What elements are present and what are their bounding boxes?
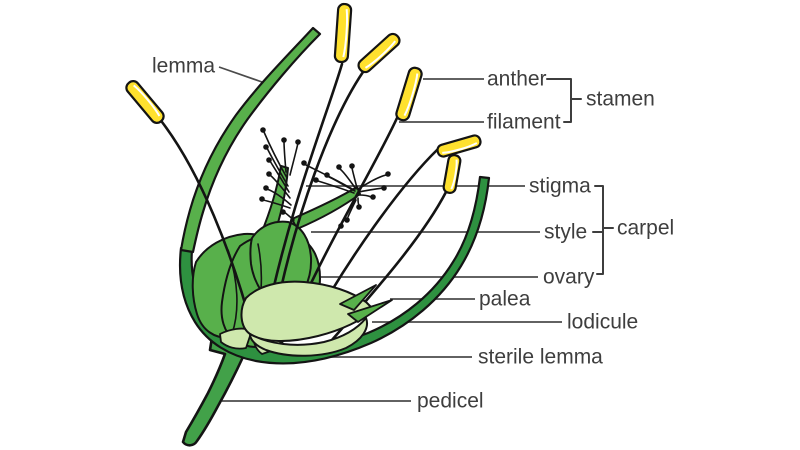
- anther-capsule-6: [442, 154, 462, 194]
- stigma-dot: [263, 185, 269, 191]
- stamen-bracket: [546, 78, 582, 123]
- stigma-dot: [338, 223, 344, 229]
- stigma-fan-line: [357, 197, 360, 206]
- stigma-fan-line: [262, 199, 291, 209]
- label-pedicel: pedicel: [417, 390, 484, 413]
- palea-tip-1: [339, 284, 377, 311]
- stigma-dot: [260, 127, 266, 133]
- stigma-fan-line: [283, 140, 287, 173]
- stigma-fan-line: [351, 167, 358, 189]
- anther-capsule-5: [436, 134, 482, 158]
- label-stigma: stigma: [529, 175, 591, 198]
- stamen-bracket-line: [546, 78, 572, 123]
- label-carpel: carpel: [617, 217, 674, 240]
- anther-capsule-3: [357, 32, 401, 74]
- stigma-fan-line: [358, 194, 372, 198]
- stigma-fan-line: [266, 147, 289, 187]
- palea-tip-2: [347, 299, 393, 323]
- stigma-dot: [280, 209, 286, 215]
- stigma-dot: [281, 137, 287, 143]
- lodicule-group: [240, 280, 375, 357]
- stigma-fan-line: [328, 176, 356, 192]
- label-sterile-lemma: sterile lemma: [478, 346, 603, 369]
- stigma-fan-line: [266, 188, 292, 206]
- sterile-lemma-shape-1: [219, 327, 253, 350]
- leader-lines: [218, 66, 562, 402]
- label-stamen: stamen: [586, 88, 655, 111]
- stigma-dot: [381, 185, 387, 191]
- label-ovary: ovary: [543, 266, 595, 289]
- label-filament: filament: [487, 111, 561, 134]
- label-anther: anther: [487, 68, 547, 91]
- stigma-fan-right: [301, 160, 391, 229]
- stigma-fan-line: [289, 142, 299, 176]
- stigma-fan-line: [339, 168, 357, 190]
- stigma-fan-line: [341, 200, 355, 224]
- lemma-blade-shape: [179, 26, 322, 254]
- carpel-bracket: [592, 185, 614, 275]
- stigma-dot: [370, 194, 376, 200]
- stigma-fan-line: [269, 174, 291, 199]
- stigma-dot: [344, 217, 350, 223]
- label-palea: palea: [479, 288, 531, 311]
- stigma-fan-left: [259, 127, 301, 221]
- stigma-dot: [356, 204, 362, 210]
- label-lodicule: lodicule: [567, 311, 638, 334]
- stigma-fan-line: [317, 180, 355, 194]
- lodicule-lower-lobe: [249, 317, 368, 357]
- anther-capsule-4: [395, 66, 423, 122]
- stigma-dot: [313, 177, 319, 183]
- stigma-dot: [349, 163, 355, 169]
- stigma-dot: [266, 157, 272, 163]
- label-style: style: [544, 221, 587, 244]
- stigma-dot: [301, 160, 307, 166]
- filament-curve-2: [264, 62, 344, 324]
- anther-capsule-2: [333, 2, 353, 64]
- anther-capsule-1: [125, 80, 165, 124]
- stigma-fan-line: [347, 199, 357, 218]
- labels: lemma anther filament stamen stigma styl…: [152, 55, 674, 413]
- stigma-dot: [336, 164, 342, 170]
- stigma-fan-line: [263, 131, 288, 179]
- stigma-dot: [266, 171, 272, 177]
- stigma-fan-line: [358, 187, 383, 193]
- stigma-fan-line: [269, 160, 290, 193]
- stigma-dot: [263, 144, 269, 150]
- label-lemma: lemma: [152, 55, 215, 78]
- carpel-bracket-line: [594, 185, 604, 275]
- palea-group: [339, 284, 393, 323]
- pedicel-shape: [181, 335, 264, 447]
- stigma-dot: [324, 172, 330, 178]
- stigma-dot: [259, 196, 265, 202]
- stigma-fan-line: [357, 174, 387, 190]
- stigma-dot: [295, 139, 301, 145]
- anthers: [125, 2, 482, 194]
- lemma-leader-line: [218, 66, 263, 83]
- stigma-dot: [385, 171, 391, 177]
